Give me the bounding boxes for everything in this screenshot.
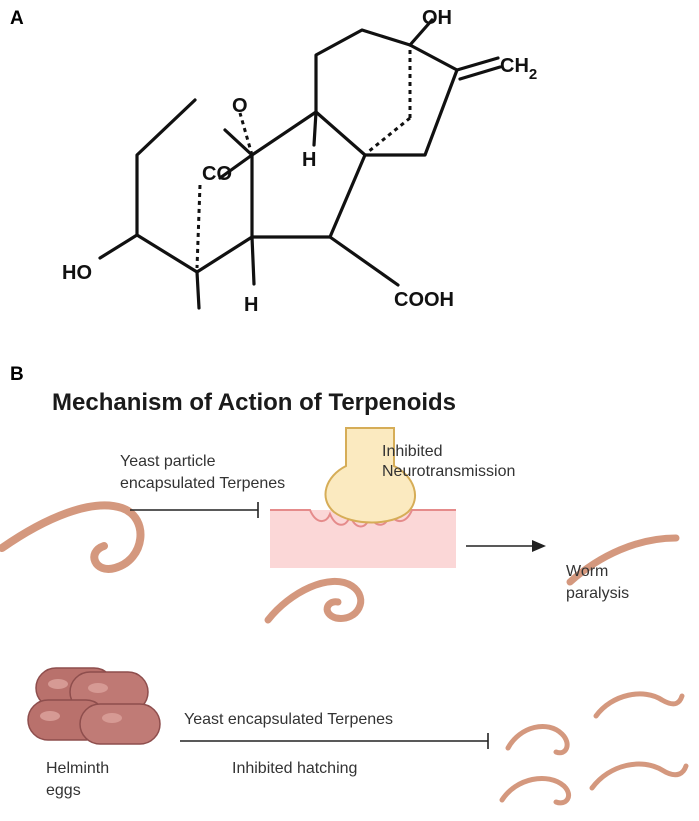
bond-cooh [328,235,400,287]
inhibition-arrow-top [130,502,259,518]
label-eggs: eggs [46,782,81,799]
label-inhibited-1: Inhibited [382,443,443,460]
inhibition-arrow-bottom [180,733,489,749]
diagram-title: Mechanism of Action of Terpenoids [52,389,456,416]
worm-group-icon [499,691,689,806]
worm-curled-icon [264,578,365,624]
arrow-paralysis [466,540,546,552]
bond-ring-a [135,98,254,274]
axon-terminal [324,427,417,524]
helminth-eggs-icon [27,667,161,745]
label-yeast-particle-2: encapsulated Terpenes [120,475,285,492]
atom-co: CO [202,163,232,185]
bond-ring-b [250,110,367,239]
panel-b-label: B [10,364,24,385]
label-inhibited-2: Neurotransmission [382,463,515,480]
dashed-co-bridge [195,184,202,269]
atom-h-upper: H [302,149,316,171]
atom-cooh: COOH [394,289,454,311]
gibberellin-bonds [98,18,502,310]
worm-left-icon [0,501,145,573]
atom-oxygen: O [232,95,248,117]
bond-h-lower [250,235,256,286]
bond-ch2-a [455,56,500,72]
panel-a-label: A [10,8,24,29]
synapse-illustration [270,427,456,568]
label-inhibited-hatching: Inhibited hatching [232,760,357,777]
atom-ho-left: HO [62,262,92,284]
bond-co-link [218,153,254,180]
label-helminth: Helminth [46,760,109,777]
bond-oh [408,18,434,47]
worm-paralysed-icon [566,534,680,586]
bond-ho [98,233,139,260]
atom-h-lower: H [244,294,258,316]
bond-ch2-b [458,65,502,81]
bond-methyl [195,270,201,310]
atom-oh-top: OH [422,7,452,29]
gibberellin-dashed-bonds [195,50,412,269]
dashed-upper-bridge-2 [367,116,411,154]
bond-h-upper [312,110,318,147]
label-worm: Worm [566,563,608,580]
label-yeast-particle-1: Yeast particle [120,453,216,470]
label-yeast-encapsulated: Yeast encapsulated Terpenes [184,711,393,728]
bond-ring-c [314,28,459,157]
label-paralysis: paralysis [566,585,629,602]
atom-ch2: CH2 [500,55,537,83]
